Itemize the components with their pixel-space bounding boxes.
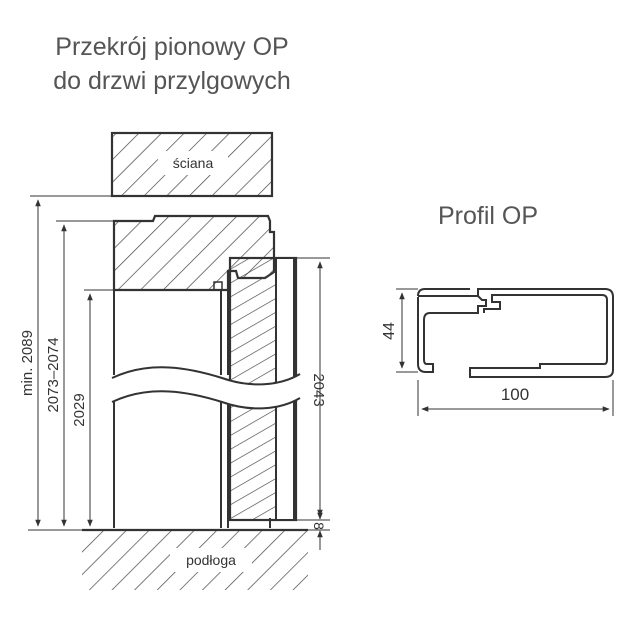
profile-dim-100: 100 — [417, 380, 614, 416]
dim-gap-8-label: 8 — [311, 522, 327, 530]
dim-2043: 2043 — [310, 261, 327, 517]
drawing-title-line-2: do drzwi przylgowych — [53, 67, 291, 95]
profile-dim-44-label: 44 — [381, 322, 398, 340]
floor-label: podłoga — [186, 552, 236, 568]
wall-block: ściana — [110, 131, 274, 198]
dim-gap-8: 8 — [308, 500, 330, 550]
dim-min-2089-label: min. 2089 — [19, 330, 36, 396]
dim-2043-label: 2043 — [310, 373, 327, 406]
drawing-title-line-1: Przekrój pionowy OP — [55, 33, 289, 61]
dim-2029: 2029 — [71, 293, 93, 527]
profile-dim-100-label: 100 — [501, 385, 529, 404]
profile-op-drawing — [417, 288, 614, 378]
dim-2073-2074-label: 2073–2074 — [45, 337, 62, 412]
dim-2073-2074: 2073–2074 — [45, 224, 67, 527]
dim-min-2089: min. 2089 — [19, 199, 41, 527]
sill-detail — [228, 518, 271, 528]
profile-title: Profil OP — [438, 202, 539, 230]
wall-label: ściana — [173, 155, 214, 171]
floor: podłoga — [82, 528, 308, 590]
dim-2029-label: 2029 — [71, 393, 88, 426]
break-line — [111, 366, 301, 410]
extension-lines — [28, 195, 330, 531]
profile-dim-44: 44 — [381, 288, 418, 373]
jamb-lines — [113, 290, 229, 528]
